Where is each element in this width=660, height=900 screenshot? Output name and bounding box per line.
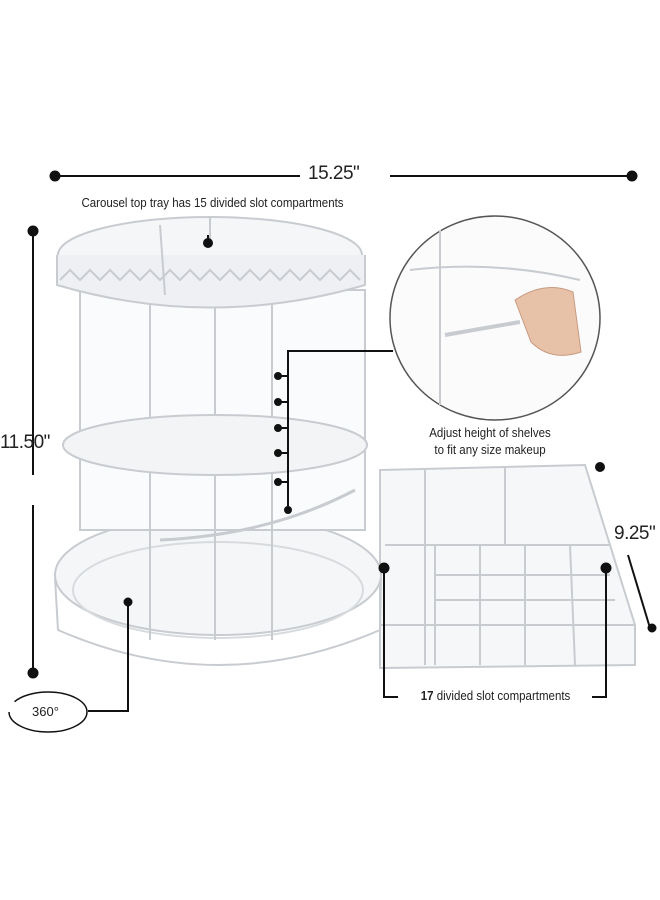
depth-dimension: 9.25" [614, 523, 656, 544]
carousel-column [62, 289, 368, 640]
shelf-detail-inset [389, 215, 601, 421]
shelves-callout-line2: to fit any size makeup [434, 443, 546, 457]
slots-text: divided slot compartments [436, 689, 571, 703]
shelves-callout-line1: Adjust height of shelves [429, 426, 551, 440]
slots-count: 17 [420, 689, 434, 703]
rotation-badge: 360° [32, 704, 59, 719]
carousel-top-tray [56, 216, 366, 309]
width-dimension: 15.25" [308, 163, 360, 184]
slots-callout: 17 divided slot compartments [410, 689, 580, 703]
height-dimension: 11.50" [0, 432, 50, 453]
rectangular-tray [379, 463, 636, 670]
dimension-lines [8, 170, 657, 733]
rotating-base-tray [54, 514, 382, 666]
top-tray-callout: Carousel top tray has 15 divided slot co… [81, 196, 344, 210]
